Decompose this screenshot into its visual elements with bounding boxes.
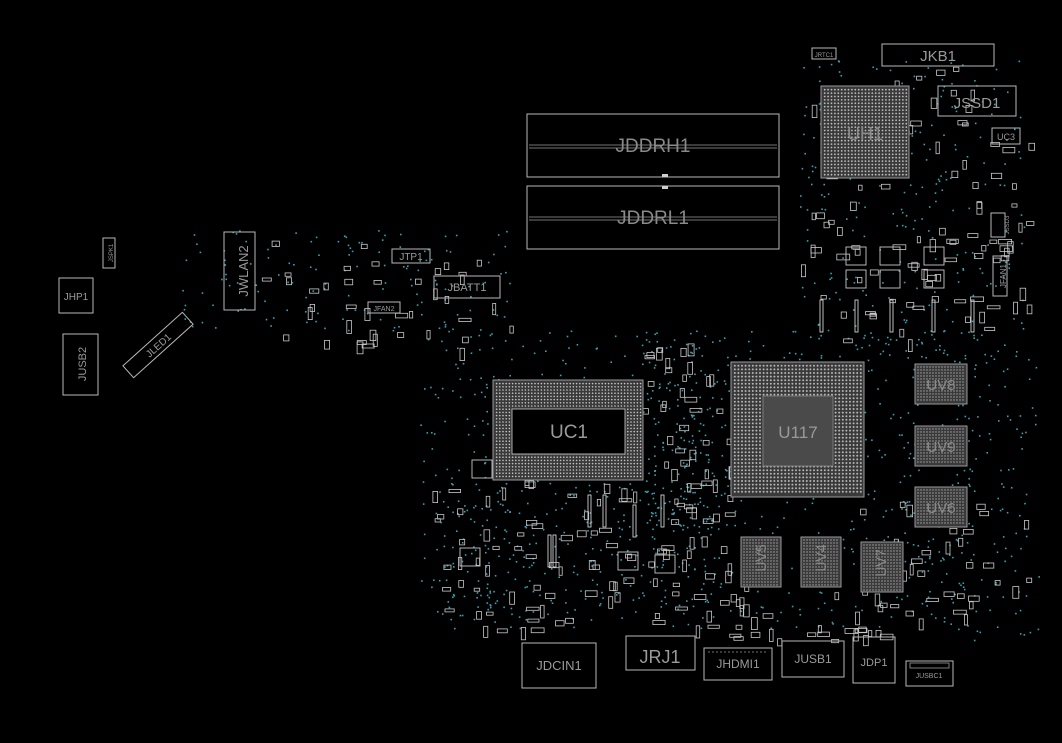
chip-uv5[interactable]: UV5 (740, 536, 782, 588)
via-dots (182, 60, 1040, 642)
connector-jspk1[interactable]: JSPK1 (102, 237, 116, 269)
svg-text:JDDRL1: JDDRL1 (617, 208, 689, 229)
connector-jwlan2[interactable]: JWLAN2 (223, 231, 256, 311)
svg-text:JHP1: JHP1 (64, 292, 89, 303)
connector-jusb1[interactable]: JUSB1 (781, 640, 845, 678)
connector-jusb2[interactable]: JUSB2 (62, 333, 99, 396)
svg-text:UC3: UC3 (997, 132, 1015, 142)
svg-text:JDDRH1: JDDRH1 (616, 136, 691, 157)
connector-jtp1[interactable]: JTP1 (391, 248, 431, 264)
connector-jrj1[interactable]: JRJ1 (625, 635, 696, 671)
chip-uv6[interactable]: UV6 (914, 486, 968, 528)
chip-uv4[interactable]: UV4 (800, 536, 842, 588)
svg-text:JRTC1: JRTC1 (815, 53, 834, 59)
connector-jssd3[interactable]: JSSD3 (990, 212, 1011, 238)
svg-text:JTP1: JTP1 (399, 252, 423, 263)
chip-u117[interactable]: U117 (730, 361, 865, 498)
svg-text:JSPK1: JSPK1 (109, 243, 115, 262)
connector-jhdmi1[interactable]: JHDMI1 (703, 647, 773, 681)
svg-text:UH1: UH1 (847, 124, 883, 144)
svg-text:JUSB2: JUSB2 (77, 347, 89, 381)
connector-jkb1[interactable]: JKB1 (881, 43, 995, 67)
connector-jrtc1[interactable]: JRTC1 (811, 47, 837, 60)
chip-uc3[interactable]: UC3 (991, 127, 1021, 145)
chip-uv9[interactable]: UV9 (914, 425, 968, 467)
svg-text:JFAN2: JFAN2 (373, 306, 394, 313)
connector-jled1[interactable]: JLED1 (122, 311, 194, 379)
svg-text:JSSD1: JSSD1 (954, 95, 1001, 112)
connector-jfan1[interactable]: JFAN1 (992, 255, 1008, 297)
svg-text:JSSD3: JSSD3 (1005, 215, 1011, 234)
svg-text:JFAN1: JFAN1 (999, 263, 1008, 288)
connector-jdcin1[interactable]: JDCIN1 (521, 642, 597, 689)
connector-jssd1[interactable]: JSSD1 (937, 85, 1017, 117)
connector-jfan2[interactable]: JFAN2 (367, 301, 401, 314)
svg-text:JLED1: JLED1 (144, 332, 174, 361)
svg-text:JBATT1: JBATT1 (448, 282, 487, 294)
connector-jdp1[interactable]: JDP1 (852, 636, 896, 684)
chip-uv7[interactable]: UV7 (860, 541, 904, 593)
connector-jhp1[interactable]: JHP1 (58, 277, 94, 314)
connector-jddrl1[interactable]: JDDRL1 (526, 185, 780, 250)
chip-uh1[interactable]: UH1 (820, 85, 910, 179)
chip-uv8[interactable]: UV8 (914, 363, 968, 405)
svg-text:UC1: UC1 (550, 422, 588, 443)
svg-text:JKB1: JKB1 (920, 48, 956, 65)
connector-jusbc1[interactable]: JUSBC1 (905, 660, 954, 687)
connector-jddrh1[interactable]: JDDRH1 (526, 113, 780, 178)
chip-uc1[interactable]: UC1 (492, 379, 644, 481)
svg-text:JWLAN2: JWLAN2 (236, 245, 251, 296)
connector-jbatt1[interactable]: JBATT1 (433, 275, 501, 299)
